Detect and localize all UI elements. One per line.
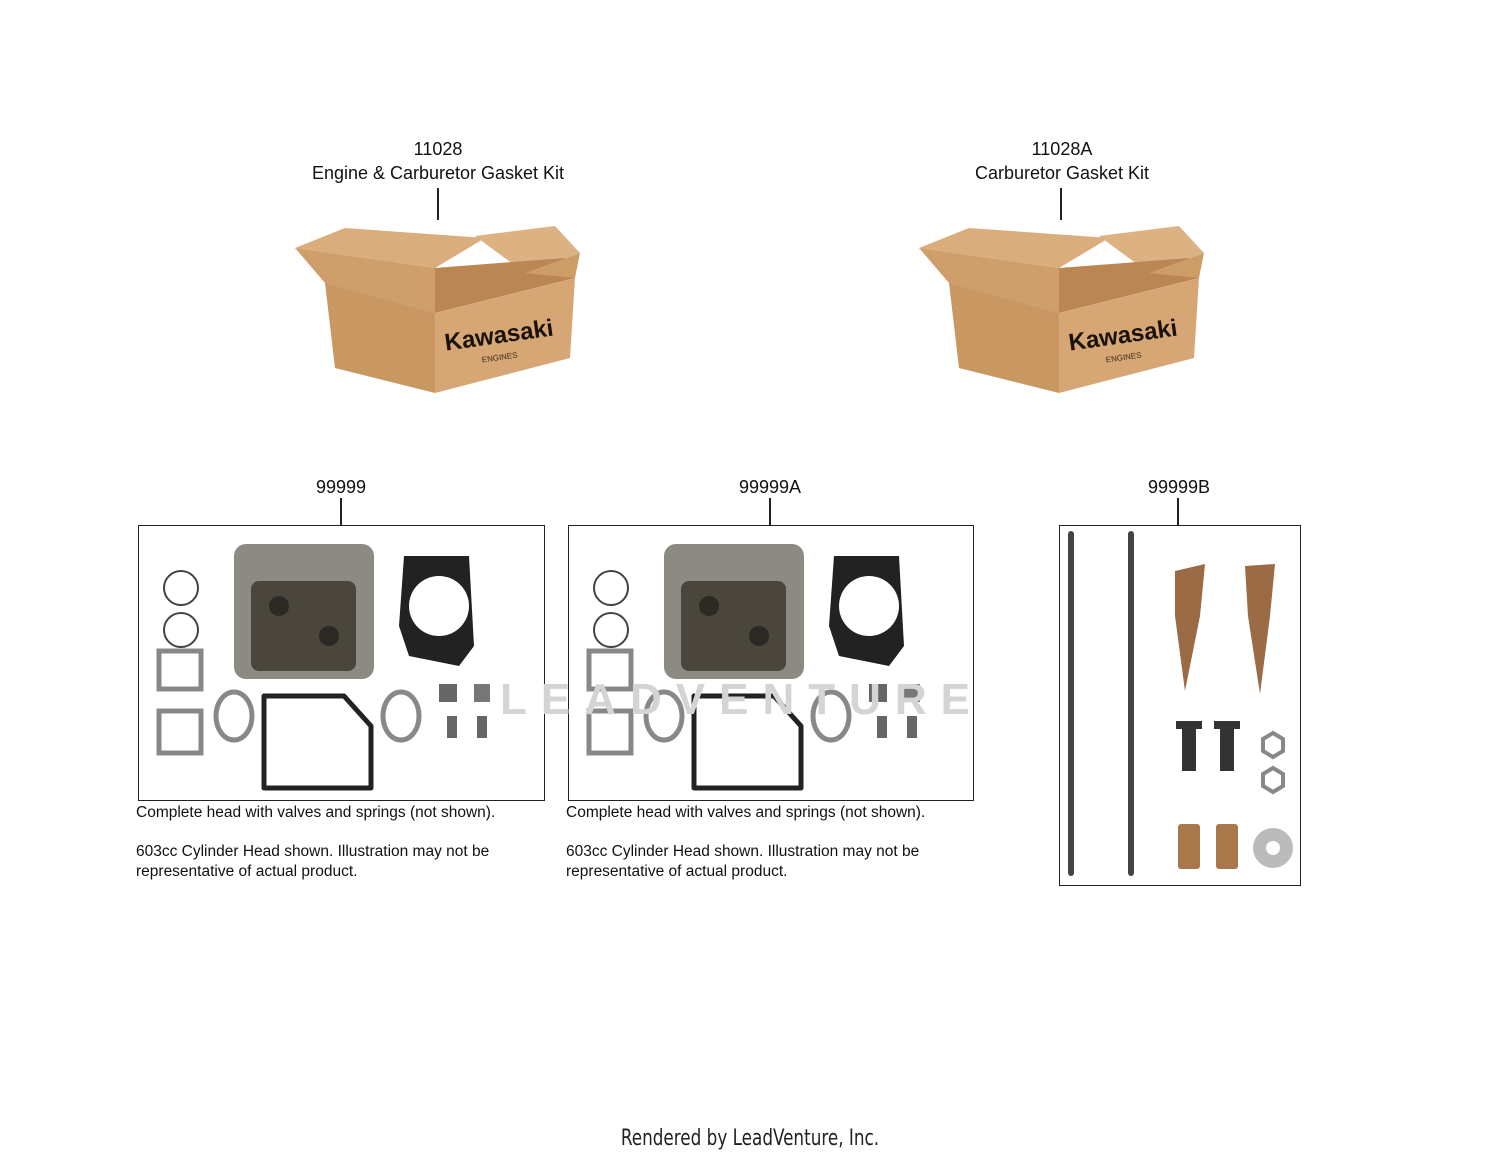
part-description: Carburetor Gasket Kit: [974, 163, 1150, 183]
assembly-label-99999[interactable]: 99999: [315, 477, 367, 497]
gasket-kit-box-image[interactable]: Kawasaki ENGINES: [285, 218, 595, 403]
leader-line: [437, 188, 439, 220]
rocker-arm-kit-image[interactable]: [1059, 525, 1301, 886]
kit-label-11028A[interactable]: 11028A Carburetor Gasket Kit: [862, 137, 1262, 185]
leader-line: [340, 498, 342, 525]
part-description: Engine & Carburetor Gasket Kit: [311, 163, 565, 183]
caption: Complete head with valves and springs (n…: [136, 803, 556, 881]
caption-line: 603cc Cylinder Head shown. Illustration …: [136, 843, 490, 880]
assembly-label-99999B[interactable]: 99999B: [1147, 477, 1211, 497]
leader-line: [769, 498, 771, 525]
part-number: 11028: [413, 139, 463, 159]
caption: Complete head with valves and springs (n…: [566, 803, 986, 881]
gasket-kit-box-image[interactable]: Kawasaki ENGINES: [909, 218, 1219, 403]
caption-line: Complete head with valves and springs (n…: [566, 804, 926, 821]
cylinder-head-kit-image[interactable]: [568, 525, 974, 801]
part-number: 11028A: [1031, 139, 1093, 159]
cylinder-head-kit-image[interactable]: [138, 525, 545, 801]
leader-line: [1177, 498, 1179, 525]
caption-line: 603cc Cylinder Head shown. Illustration …: [566, 843, 920, 880]
footer-credit: Rendered by LeadVenture, Inc.: [620, 1126, 880, 1151]
kit-label-11028[interactable]: 11028 Engine & Carburetor Gasket Kit: [238, 137, 638, 185]
caption-line: Complete head with valves and springs (n…: [136, 804, 496, 821]
leader-line: [1060, 188, 1062, 220]
assembly-label-99999A[interactable]: 99999A: [738, 477, 802, 497]
